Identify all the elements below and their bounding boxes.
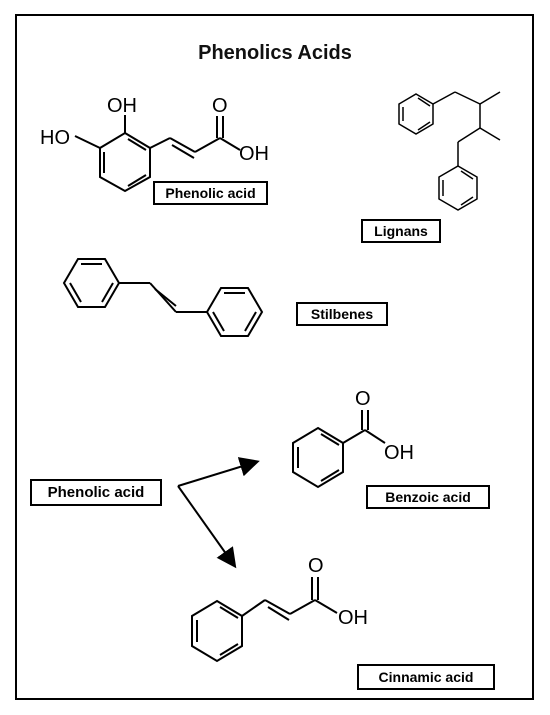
- stilbene-right-double-2: [244, 311, 257, 332]
- benzoic-o-atom: O: [355, 388, 371, 410]
- cinnamic-bond-2: [289, 599, 316, 615]
- phenolic-acid-box-label: Phenolic acid: [153, 181, 268, 205]
- phenolic-ring-double-3: [127, 138, 147, 151]
- phenolic-oh-top-atom: OH: [107, 95, 137, 117]
- stilbene-vinyl-double: [154, 288, 177, 307]
- lignan-ring-top-double-3: [417, 97, 431, 107]
- cinnamic-oh-atom: OH: [338, 607, 368, 629]
- chain-bond-3: [194, 137, 221, 153]
- lignan-bond-1: [432, 91, 456, 105]
- lignan-ring-top: [398, 93, 434, 135]
- lignan-methyl-1: [479, 91, 501, 105]
- phenolic-carbonyl-o-atom: O: [212, 95, 228, 117]
- phenolic-acid-structure: [74, 115, 241, 193]
- figure-frame: [15, 14, 534, 700]
- benzoic-bond-1: [342, 429, 366, 444]
- phenolic-oh-atom: OH: [239, 143, 269, 165]
- lignan-ring-bottom-double-2: [460, 196, 474, 206]
- cinnamic-acid-structure: [191, 577, 338, 663]
- chain-bond-2: [169, 137, 196, 153]
- benzoic-hydroxyl-bond: [364, 429, 386, 444]
- phenolic-ho-left-atom: HO: [40, 127, 70, 149]
- benzoic-oh-atom: OH: [384, 442, 414, 464]
- stilbene-ring-left: [62, 258, 121, 308]
- cinnamic-vinyl: [264, 599, 291, 615]
- phenolic-ring-double-2: [127, 174, 147, 187]
- lignans-structure: [398, 91, 501, 211]
- lignan-ring-bottom: [438, 165, 478, 211]
- stilbene-left-double-3: [69, 282, 82, 303]
- lignan-ring-top-double-2: [417, 121, 431, 131]
- benzoic-ring-double-2: [320, 469, 340, 482]
- chain-double-bond: [171, 144, 195, 159]
- benzoic-ring: [292, 426, 344, 489]
- stilbene-right-double-3: [212, 311, 225, 332]
- lignan-bond-2: [454, 91, 481, 105]
- stilbene-ring-right: [205, 287, 264, 337]
- figure-title: Phenolics Acids: [198, 42, 352, 64]
- cinnamic-ring-double-2: [219, 643, 239, 656]
- hydroxyl-bond: [219, 137, 241, 151]
- cinnamic-vinyl-double: [267, 606, 290, 621]
- cinnamic-bond-1: [241, 599, 266, 617]
- phenolic-acid-main-label: Phenolic acid: [30, 479, 162, 506]
- benzoic-acid-structure: [292, 410, 386, 489]
- stilbene-structure: [62, 258, 264, 337]
- stilbene-vinyl: [149, 282, 177, 313]
- arrow-to-cinnamic: [177, 485, 237, 569]
- chain-bond-1: [149, 137, 171, 149]
- benzoic-acid-label: Benzoic acid: [366, 485, 490, 509]
- benzoic-ring-double-3: [320, 433, 340, 446]
- lignan-ring-bottom-double-3: [460, 170, 474, 180]
- cinnamic-o-atom: O: [308, 555, 324, 577]
- stilbene-left-double-2: [101, 282, 114, 303]
- cinnamic-ring-double-3: [219, 606, 239, 619]
- cinnamic-acid-label: Cinnamic acid: [357, 664, 495, 690]
- lignan-bond-4: [457, 127, 481, 143]
- lignans-label: Lignans: [361, 219, 441, 243]
- cinnamic-hydroxyl-bond: [314, 599, 338, 614]
- stilbenes-label: Stilbenes: [296, 302, 388, 326]
- ho-bond-left: [74, 135, 101, 149]
- cinnamic-ring: [191, 599, 243, 663]
- lignan-methyl-2: [479, 127, 501, 141]
- arrow-to-benzoic: [177, 457, 260, 487]
- phenolic-ring: [99, 131, 151, 193]
